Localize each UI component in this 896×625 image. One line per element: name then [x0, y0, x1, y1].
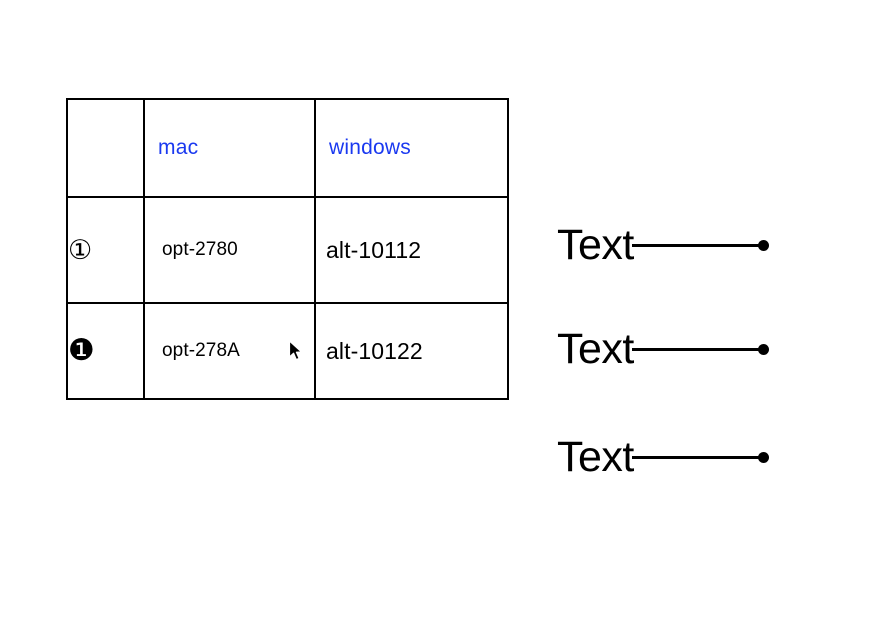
mac-shortcut-value: opt-2780 [162, 239, 238, 260]
header-cell-mac: mac [143, 98, 316, 198]
leader-line [631, 243, 759, 247]
header-label-mac: mac [158, 136, 199, 159]
leader-line-group [631, 451, 769, 463]
table-row: ❶ opt-278A alt-10122 [66, 302, 509, 400]
windows-shortcut-value: alt-10122 [326, 337, 423, 364]
circled-one-outline-icon: ① [68, 234, 93, 266]
callout-label: Text [557, 220, 634, 269]
cell-windows-row1: alt-10112 [314, 196, 509, 304]
callout-annotation: Text [557, 432, 769, 482]
leader-endpoint-dot-icon [757, 343, 769, 355]
leader-line [631, 347, 759, 351]
callout-label: Text [557, 432, 634, 481]
leader-line-group [631, 343, 769, 355]
cell-badge-row1: ① [66, 196, 145, 304]
callout-label: Text [557, 324, 634, 373]
leader-endpoint-dot-icon [757, 239, 769, 251]
mac-shortcut-value: opt-278A [162, 340, 240, 361]
cell-mac-row2: opt-278A [143, 302, 316, 400]
cell-mac-row1: opt-2780 [143, 196, 316, 304]
callout-annotation: Text [557, 324, 769, 374]
header-label-windows: windows [329, 136, 411, 159]
leader-line [631, 455, 759, 459]
table-header-row: mac windows [66, 98, 509, 198]
cell-windows-row2: alt-10122 [314, 302, 509, 400]
callout-annotation: Text [557, 220, 769, 270]
leader-endpoint-dot-icon [757, 451, 769, 463]
cell-badge-row2: ❶ [66, 302, 145, 400]
windows-shortcut-value: alt-10112 [326, 236, 422, 263]
keyboard-shortcut-table: mac windows ① opt-2780 alt-10112 ❶ opt-2… [66, 98, 509, 400]
table-row: ① opt-2780 alt-10112 [66, 196, 509, 304]
header-cell-key [66, 98, 145, 198]
header-cell-windows: windows [314, 98, 509, 198]
circled-one-filled-icon: ❶ [68, 333, 95, 368]
leader-line-group [631, 239, 769, 251]
